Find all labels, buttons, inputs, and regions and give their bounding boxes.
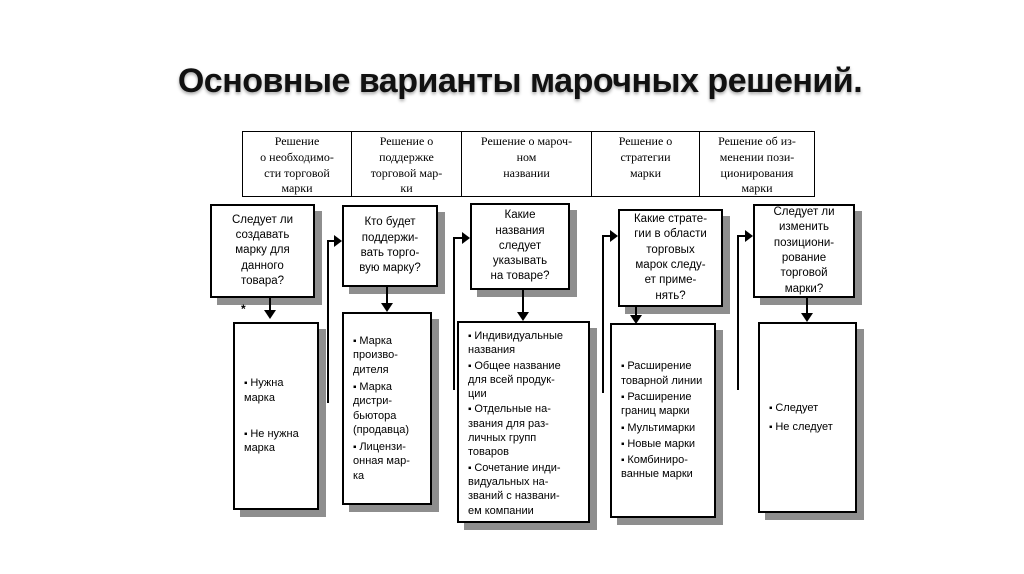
question-box-brand-need: Следует ли создавать марку для данного т…: [210, 204, 315, 298]
header-cell-brand-strategy: Решение о стратегии марки: [591, 132, 699, 196]
right-arrow-icon: [334, 235, 342, 247]
connector-line: [453, 237, 455, 390]
down-arrow-line: [386, 287, 388, 305]
option-item: Новые марки: [621, 437, 710, 451]
header-cell-repositioning: Решение об из- менении пози- ционировани…: [699, 132, 814, 196]
connector-line: [602, 235, 611, 237]
option-item: Марка дистри- бьютора (продавца): [353, 380, 426, 437]
question-box-brand-sponsor: Кто будет поддержи- вать торго- вую марк…: [342, 205, 438, 287]
question-box-brand-name: Какие названия следует указывать на това…: [470, 203, 570, 290]
option-item: Лицензи- онная мар- ка: [353, 440, 426, 483]
header-cell-brand-name: Решение о мароч- ном названии: [461, 132, 591, 196]
connector-line: [453, 237, 463, 239]
right-arrow-icon: [745, 230, 753, 242]
down-arrow-icon: [517, 312, 529, 321]
option-item: Следует: [769, 401, 851, 415]
right-arrow-icon: [462, 232, 470, 244]
option-item: Не следует: [769, 420, 851, 434]
down-arrow-line: [806, 298, 808, 314]
connector-line: [602, 235, 604, 393]
down-arrow-line: [522, 290, 524, 313]
options-box-brand-name: Индивидуальные названияОбщее название дл…: [457, 321, 590, 523]
header-cell-brand-need: Решение о необходимо- сти торговой марки: [260, 134, 334, 196]
down-arrow-icon: [630, 315, 642, 324]
connector-line: [737, 235, 746, 237]
option-item: Сочетание инди- видуальных на- званий с …: [468, 461, 584, 518]
option-item: Отдельные на- звания для раз- личных гру…: [468, 402, 584, 459]
slide-title: Основные варианты марочных решений.: [177, 62, 863, 100]
question-box-brand-strategy: Какие страте- гии в области торговых мар…: [618, 209, 723, 307]
options-box-brand-sponsor: Марка произво- дителяМарка дистри- бьюто…: [342, 312, 432, 505]
right-arrow-icon: [610, 230, 618, 242]
header-row: Решение о необходимо- сти торговой марки…: [242, 131, 815, 197]
connector-line: [327, 240, 329, 403]
connector-line: [737, 235, 739, 390]
option-item: Расширение товарной линии: [621, 359, 710, 388]
option-item: Нужна марка: [244, 376, 313, 405]
option-item: Не нужна марка: [244, 427, 313, 456]
connector-line: [327, 240, 335, 242]
down-arrow-icon: [264, 310, 276, 319]
option-item: Комбиниро- ванные марки: [621, 453, 710, 482]
question-box-repositioning: Следует ли изменить позициони- рование т…: [753, 204, 855, 298]
options-box-brand-need: Нужна марка Не нужна марка: [233, 322, 319, 510]
down-arrow-line: [635, 307, 637, 317]
options-box-brand-strategy: Расширение товарной линииРасширение гран…: [610, 323, 716, 518]
option-item: Расширение границ марки: [621, 390, 710, 419]
option-item: Мультимарки: [621, 421, 710, 435]
down-arrow-icon: [381, 303, 393, 312]
option-item: Марка произво- дителя: [353, 334, 426, 377]
option-item: Индивидуальные названия: [468, 329, 584, 358]
options-box-repositioning: Следует Не следует: [758, 322, 857, 513]
footnote-asterisk: *: [241, 302, 246, 316]
down-arrow-icon: [801, 313, 813, 322]
header-cell-brand-sponsor: Решение о поддержке торговой мар- ки: [351, 132, 461, 196]
option-item: Общее название для всей продук- ции: [468, 359, 584, 402]
down-arrow-line: [269, 298, 271, 312]
